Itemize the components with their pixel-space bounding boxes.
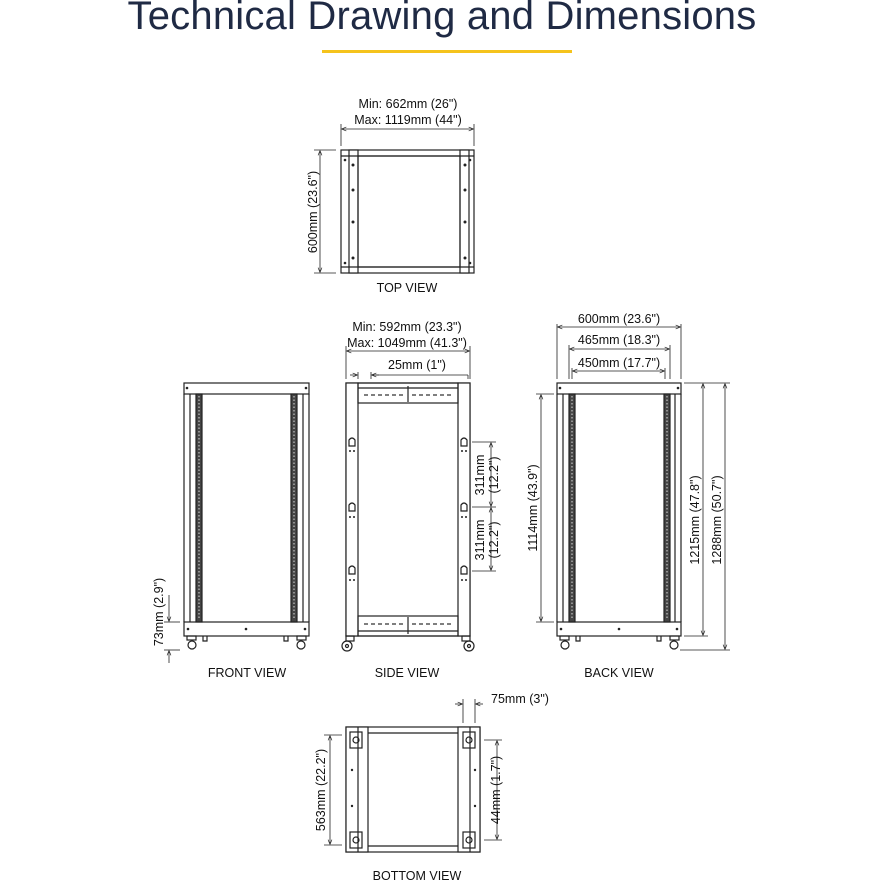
side-spacing-lower-mm: 311mm [473, 520, 487, 561]
bottom-edge-offset: 44mm (1.7") [489, 756, 503, 824]
top-view [314, 124, 475, 274]
bottom-caster-offset: 75mm (3") [491, 692, 549, 706]
front-view-label: FRONT VIEW [208, 666, 286, 680]
front-base-height: 73mm (2.9") [152, 578, 166, 646]
front-view [164, 382, 310, 663]
side-view [341, 346, 496, 652]
back-frame-height: 1215mm (47.8") [688, 475, 702, 564]
side-slot-width: 25mm (1") [388, 358, 446, 372]
top-width-min: Min: 662mm (26") [359, 97, 458, 111]
bottom-view [324, 699, 502, 853]
back-total-height: 1288mm (50.7") [710, 475, 724, 564]
back-rail-width: 465mm (18.3") [578, 333, 660, 347]
back-outer-width: 600mm (23.6") [578, 312, 660, 326]
bottom-depth: 563mm (22.2") [314, 749, 328, 831]
back-view-label: BACK VIEW [584, 666, 654, 680]
top-depth: 600mm (23.6") [306, 171, 320, 253]
back-inner-width: 450mm (17.7") [578, 356, 660, 370]
title-underline [322, 50, 572, 53]
side-spacing-lower-in: (12.2") [487, 521, 501, 558]
back-rail-height: 1114mm (43.9") [526, 464, 540, 551]
top-width-max: Max: 1119mm (44") [354, 113, 461, 127]
side-depth-max: Max: 1049mm (41.3") [347, 336, 467, 350]
side-view-label: SIDE VIEW [375, 666, 440, 680]
back-view [536, 324, 730, 651]
page-title: Technical Drawing and Dimensions [127, 0, 757, 38]
bottom-view-label: BOTTOM VIEW [373, 869, 462, 883]
side-spacing-upper-mm: 311mm [473, 455, 487, 496]
side-spacing-upper-in: (12.2") [487, 456, 501, 493]
top-view-label: TOP VIEW [377, 281, 438, 295]
side-depth-min: Min: 592mm (23.3") [352, 320, 461, 334]
